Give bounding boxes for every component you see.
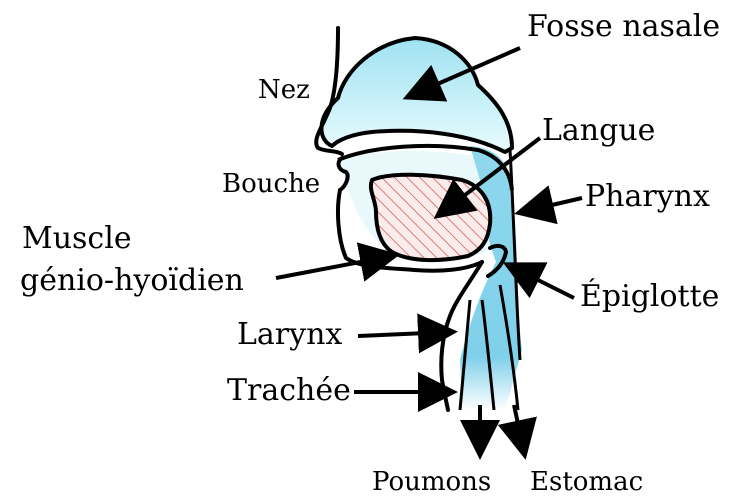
arrow-pharynx [522,198,582,212]
arrow-epiglotte [510,266,574,298]
arrow-estomac [514,405,524,452]
label-epiglotte: Épiglotte [580,278,719,314]
label-langue: Langue [542,113,655,148]
arrow-larynx [358,332,450,336]
label-nez: Nez [258,75,310,105]
label-pharynx: Pharynx [585,179,710,214]
label-estomac: Estomac [530,467,643,497]
label-bouche: Bouche [222,169,320,199]
label-poumons: Poumons [372,467,491,497]
label-muscle-line2: génio-hyoïdien [20,263,244,298]
label-larynx: Larynx [237,317,342,352]
label-trachee: Trachée [227,373,351,408]
label-fosse-nasale: Fosse nasale [527,9,720,44]
label-muscle-line1: Muscle [22,221,132,256]
